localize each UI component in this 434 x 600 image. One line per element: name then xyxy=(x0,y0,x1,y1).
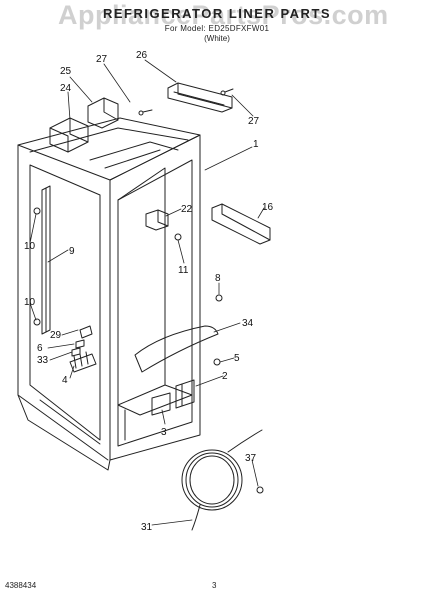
screws xyxy=(33,88,264,494)
bracket-16 xyxy=(211,203,271,245)
callout-4: 4 xyxy=(62,375,68,386)
callout-8: 8 xyxy=(215,273,221,284)
refrigerator-liner xyxy=(17,117,201,471)
callout-22: 22 xyxy=(181,204,193,215)
callout-3: 3 xyxy=(161,427,167,438)
callout-27-upper: 27 xyxy=(96,54,108,65)
callout-34: 34 xyxy=(242,318,254,329)
small-parts-group xyxy=(69,325,97,373)
callout-1: 1 xyxy=(253,139,259,150)
callout-25: 25 xyxy=(60,66,72,77)
cover-34 xyxy=(134,325,219,373)
callout-29: 29 xyxy=(50,330,62,341)
color-line: (White) xyxy=(204,34,230,43)
callout-16: 16 xyxy=(262,202,274,213)
callout-2: 2 xyxy=(222,371,228,382)
bracket-26 xyxy=(167,82,233,113)
callout-5: 5 xyxy=(234,353,240,364)
footer-page-number: 3 xyxy=(212,581,217,590)
diagram-title: REFRIGERATOR LINER PARTS xyxy=(102,6,332,21)
callout-26: 26 xyxy=(136,50,148,61)
model-line: For Model: ED25DFXFW01 xyxy=(164,24,270,33)
callout-37: 37 xyxy=(245,453,257,464)
callout-31: 31 xyxy=(141,522,153,533)
callout-labels: 1 2 3 4 5 6 8 9 10 10 11 16 22 24 25 26 … xyxy=(24,50,274,533)
coiled-tubing xyxy=(181,429,263,531)
callout-24: 24 xyxy=(60,83,72,94)
leader-lines xyxy=(29,59,265,526)
callout-6: 6 xyxy=(37,343,43,354)
footer-part-number: 4388434 xyxy=(5,581,37,590)
watermark: AppliancePartsPros.com xyxy=(58,0,389,30)
callout-33: 33 xyxy=(37,355,49,366)
callout-9: 9 xyxy=(69,246,75,257)
callout-11: 11 xyxy=(178,265,189,276)
shelf-rail xyxy=(41,185,51,335)
callout-10-lower: 10 xyxy=(24,297,36,308)
callout-10-upper: 10 xyxy=(24,241,36,252)
hinge-bracket-22 xyxy=(145,209,169,231)
callout-27-lower: 27 xyxy=(248,116,260,127)
bracket-2 xyxy=(175,379,195,409)
bracket-3 xyxy=(151,392,171,416)
